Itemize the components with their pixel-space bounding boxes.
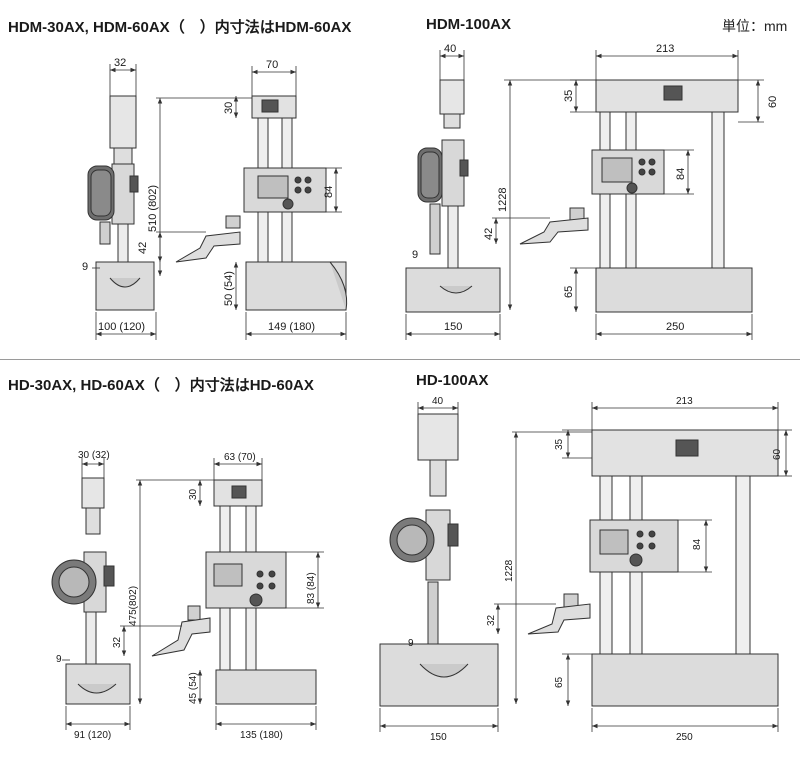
hd-small-side-view	[51, 477, 131, 705]
section-title-hd-small: HD-30AX, HD-60AX（ ）内寸法はHD-60AX	[8, 377, 314, 394]
drawing-hd-small	[51, 477, 317, 705]
dim-hdm-small-head-height: 30	[223, 102, 235, 114]
dim-hdm-large-display-height: 84	[675, 168, 687, 180]
drawing-hd-large	[379, 413, 779, 707]
dim-hd-large-beam-width: 213	[676, 396, 693, 407]
dim-hdm-large-beam-depth: 60	[767, 96, 779, 108]
section-title-hdm-small: HDM-30AX, HDM-60AX（ ）内寸法はHDM-60AX	[8, 19, 352, 36]
dim-hdm-large-beam-height: 35	[563, 90, 575, 102]
dim-hd-large-base-depth: 150	[430, 732, 447, 743]
dim-hdm-large-total-height: 1228	[497, 188, 509, 212]
hd-small-front-view	[151, 479, 317, 705]
hdm-large-side-view	[405, 79, 501, 313]
dim-hdm-large-base-depth: 150	[444, 321, 462, 333]
dim-hdm-large-jaw-offset: 9	[412, 249, 418, 261]
dim-hdm-small-head-width: 70	[266, 59, 278, 71]
dim-hd-large-display-height: 84	[692, 538, 703, 550]
hdm-small-side-view	[87, 95, 155, 311]
dim-hd-small-display-height: 83 (84)	[306, 572, 317, 604]
hdm-small-front-view	[175, 95, 348, 311]
hd-large-side-view	[379, 413, 499, 707]
dim-hdm-small-base-height: 50 (54)	[223, 271, 235, 306]
dim-hd-small-head-width: 63 (70)	[224, 452, 256, 463]
dimensions-hdm-small	[92, 64, 347, 340]
dim-hd-small-head-height: 30	[188, 488, 199, 500]
dim-hdm-large-base-height: 65	[563, 286, 575, 298]
dim-hdm-large-jaw-height: 42	[483, 228, 495, 240]
dim-hd-small-jaw-offset: 9	[56, 654, 62, 665]
dim-hd-small-top-width: 30 (32)	[78, 450, 110, 461]
unit-label: 単位：mm	[722, 18, 788, 34]
dim-hd-large-beam-depth: 60	[772, 448, 783, 460]
dim-hdm-small-base-depth: 100 (120)	[98, 321, 145, 333]
dim-hdm-large-top-width: 40	[444, 43, 456, 55]
section-title-hdm-large: HDM-100AX	[426, 16, 512, 33]
dim-hd-small-total-height: 475(802)	[128, 586, 139, 626]
dim-hd-small-jaw-height: 32	[112, 636, 123, 648]
dim-hd-large-base-width: 250	[676, 732, 693, 743]
dim-hdm-large-base-width: 250	[666, 321, 684, 333]
dim-hd-large-top-width: 40	[432, 396, 444, 407]
hdm-large-front-view	[519, 79, 753, 313]
dim-hd-large-jaw-height: 32	[486, 614, 497, 626]
drawing-hdm-small	[87, 95, 348, 311]
dim-hd-large-total-height: 1228	[504, 559, 515, 582]
dim-hd-large-jaw-offset: 9	[408, 638, 414, 649]
dim-hdm-small-jaw-height: 42	[137, 242, 149, 254]
dim-hdm-large-beam-width: 213	[656, 43, 674, 55]
dimensions-hd-small	[62, 458, 324, 730]
section-title-hd-large: HD-100AX	[416, 372, 489, 389]
dimensions-hdm-large	[405, 50, 764, 340]
dim-hdm-small-display-height: 84	[323, 186, 335, 198]
dim-hdm-small-jaw-offset: 9	[82, 261, 88, 273]
dimensions-hd-large	[379, 402, 792, 732]
hd-large-front-view	[527, 429, 779, 707]
dim-hdm-small-top-width: 32	[114, 57, 126, 69]
drawing-hdm-large	[405, 79, 753, 313]
dim-hd-small-base-width: 135 (180)	[240, 730, 283, 741]
dim-hd-small-base-depth: 91 (120)	[74, 730, 111, 741]
dim-hdm-small-total-height: 510 (802)	[147, 185, 159, 232]
section-divider	[0, 359, 800, 360]
dim-hd-small-base-height: 45 (54)	[188, 672, 199, 704]
dim-hdm-small-base-width: 149 (180)	[268, 321, 315, 333]
dim-hd-large-beam-height: 35	[554, 438, 565, 450]
dim-hd-large-base-height: 65	[554, 676, 565, 688]
